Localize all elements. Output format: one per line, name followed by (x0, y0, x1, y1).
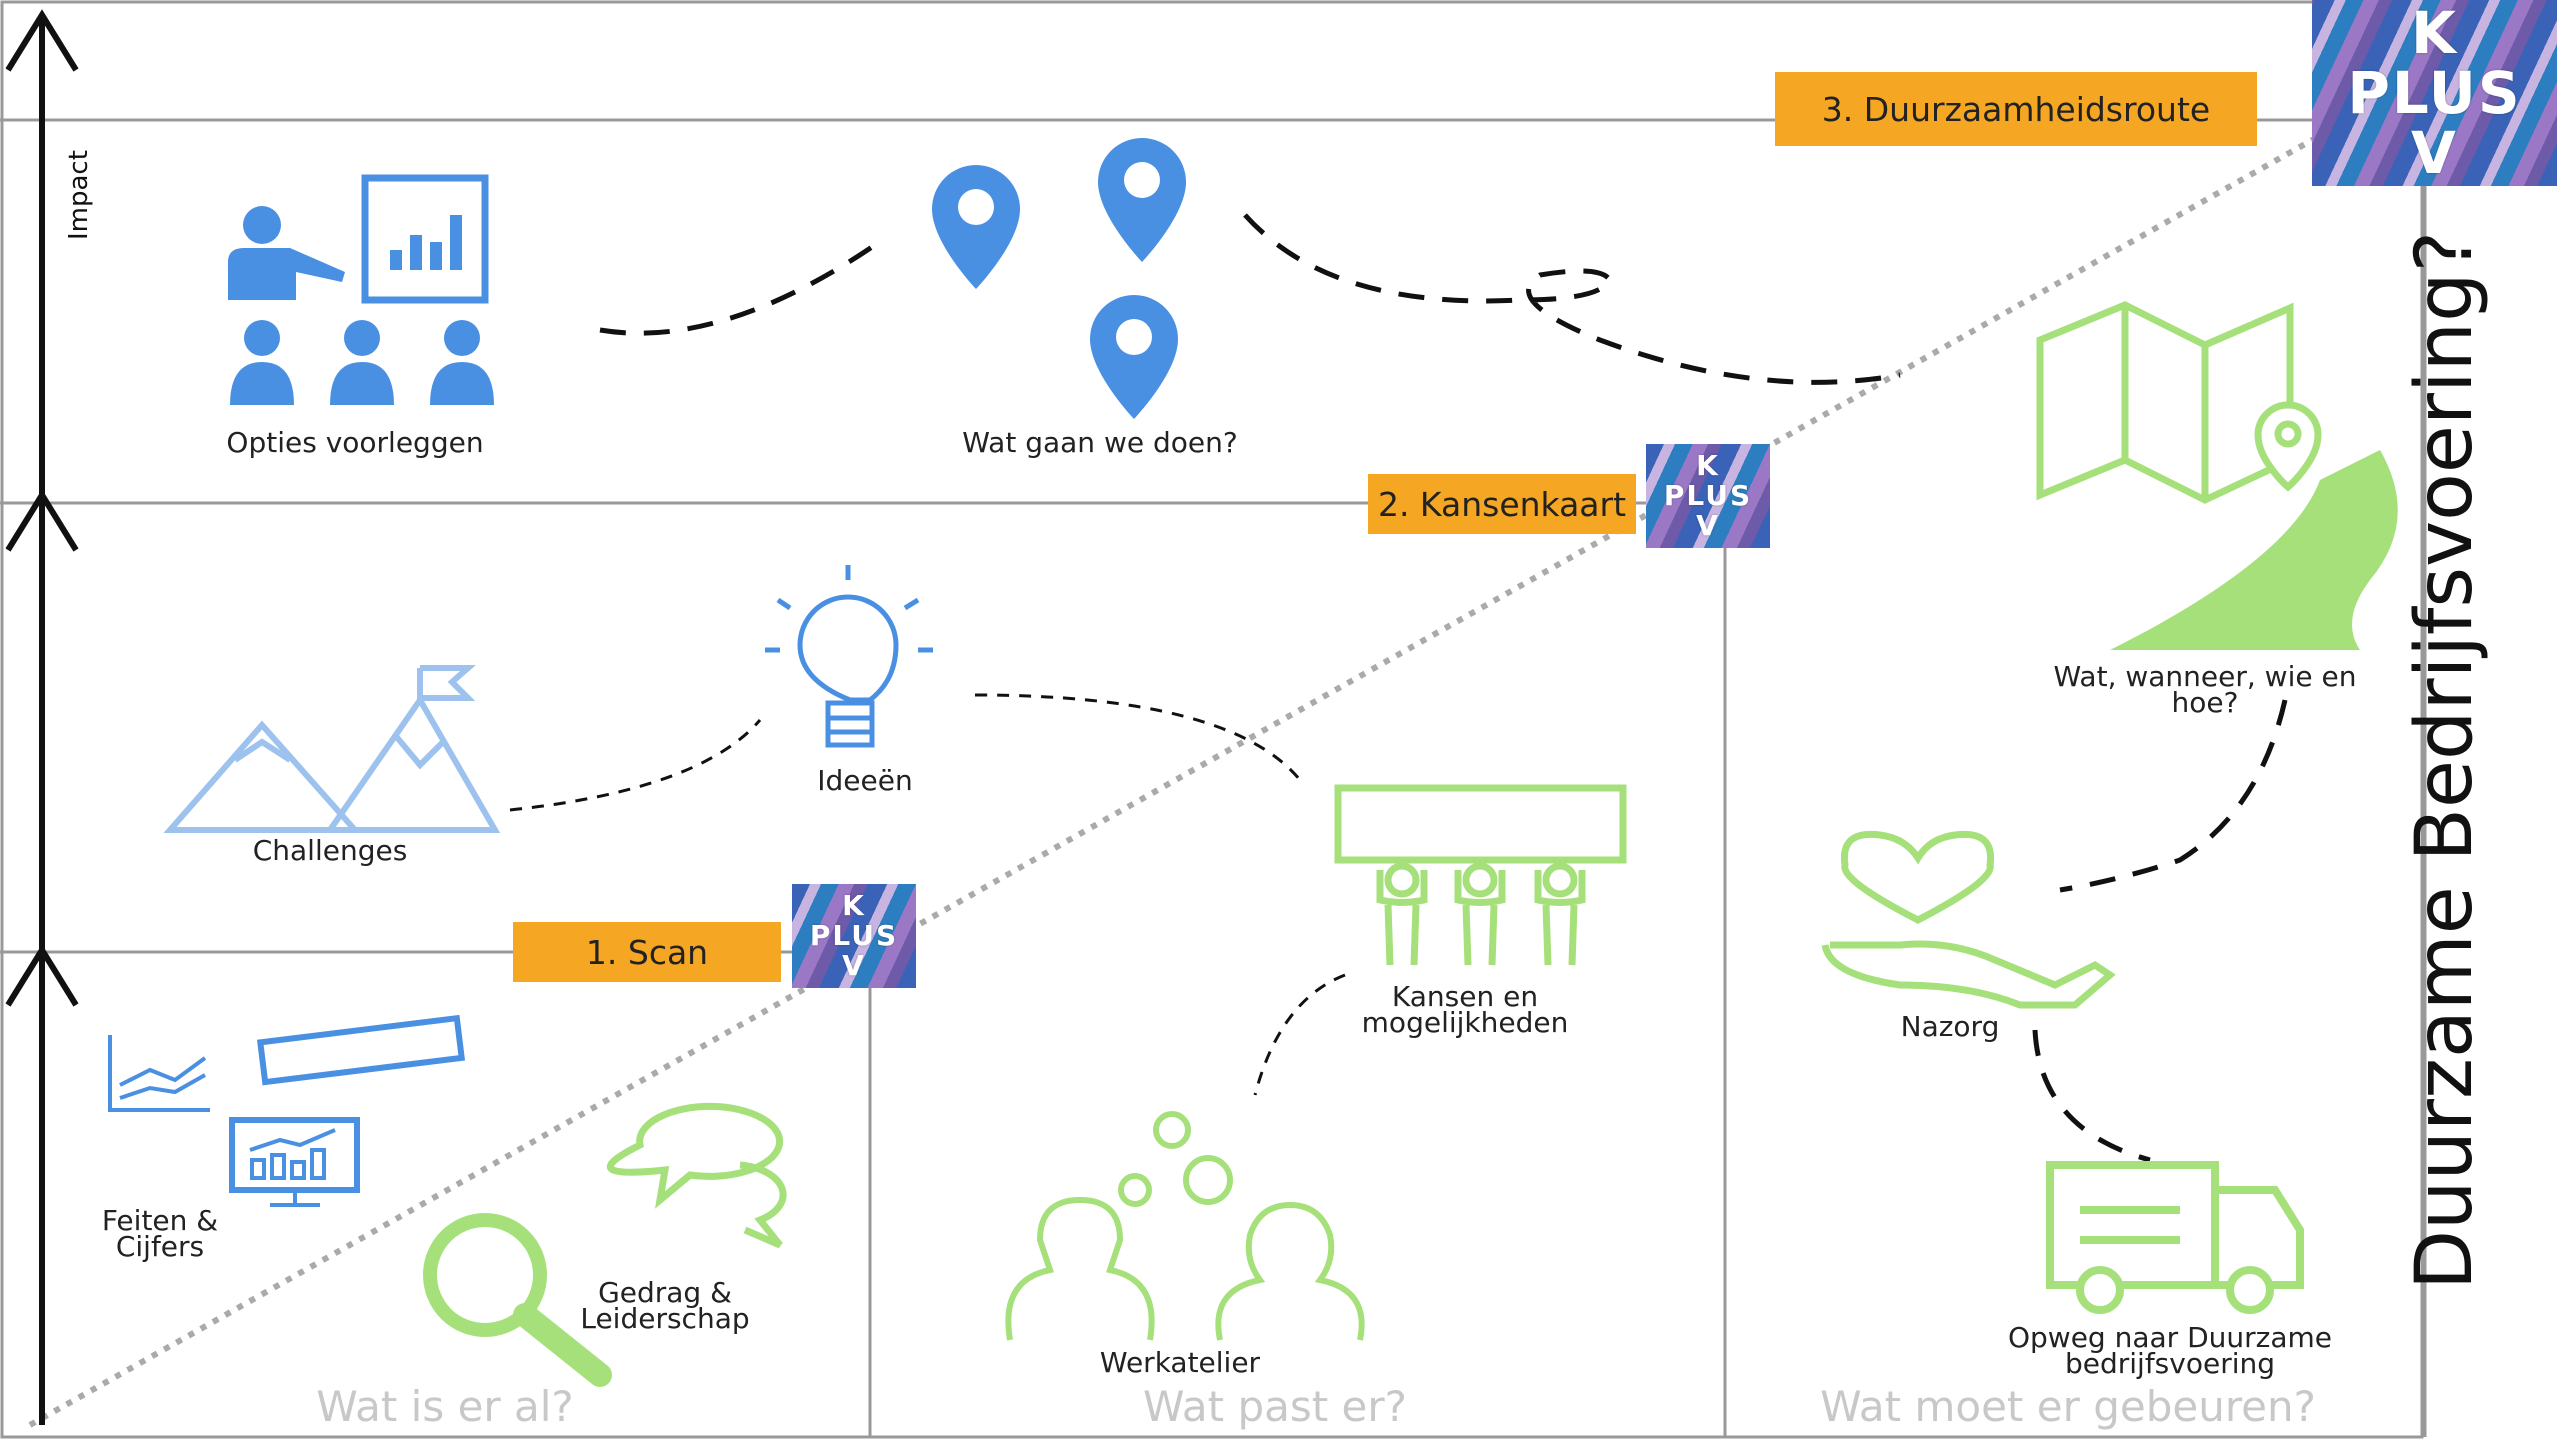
label-gedrag-line2: Leiderschap (580, 1302, 750, 1335)
label-challenges: Challenges (252, 834, 408, 867)
label-feiten-line2: Cijfers (115, 1230, 205, 1263)
label-gedrag-leiderschap: Gedrag & Leiderschap (540, 1276, 790, 1335)
frame (0, 0, 2424, 1439)
step-kansenkaart: 2. Kansenkaart (1368, 474, 1636, 534)
label-feiten-line1: Feiten & (101, 1204, 219, 1237)
kplusv-logo-small-1: K PLUS V (792, 884, 916, 988)
speech-bubbles-icon (606, 1102, 787, 1249)
kplusv-logo-small-2: K PLUS V (1646, 444, 1770, 548)
step-scan: 1. Scan (513, 922, 781, 982)
facts-figures-icons (108, 1014, 466, 1207)
magnifier-icon (423, 1213, 612, 1387)
people-holding-board-icon (1334, 784, 1627, 966)
presentation-icon (228, 174, 494, 405)
label-kansen-line2: mogelijkheden (1361, 1006, 1569, 1039)
label-ideeen: Ideeën (817, 764, 913, 797)
label-wat-gaan-we-doen: Wat gaan we doen? (962, 426, 1238, 459)
kplusv-logo-large: K PLUS V (2312, 0, 2557, 186)
logo-v: V (2411, 119, 2458, 186)
label-gedrag-line1: Gedrag & (598, 1276, 732, 1309)
logo-plus: PLUS (809, 919, 899, 952)
label-opties-voorleggen: Opties voorleggen (226, 426, 484, 459)
label-opweg-line1: Opweg naar Duurzame (2007, 1321, 2332, 1354)
label-werkatelier: Werkatelier (1099, 1346, 1261, 1379)
column-label-3: Wat moet er gebeuren? (1820, 1382, 2316, 1431)
label-wat-wanneer-line2: hoe? (2171, 686, 2239, 719)
logo-v: V (842, 949, 866, 982)
column-label-1: Wat is er al? (316, 1382, 574, 1431)
label-kansen: Kansen en mogelijkheden (1300, 980, 1630, 1039)
step-duurzaamheidsroute: 3. Duurzaamheidsroute (1775, 72, 2257, 146)
column-label-2: Wat past er? (1143, 1382, 1407, 1431)
diagonal-progress-line (28, 127, 2332, 1428)
logo-plus: PLUS (2347, 59, 2522, 127)
lightbulb-icon (765, 565, 933, 748)
label-wat-wanneer: Wat, wanneer, wie en hoe? (2000, 660, 2410, 719)
label-feiten-cijfers: Feiten & Cijfers (60, 1204, 260, 1263)
road-icon (2110, 450, 2398, 650)
map-pin-icons (932, 138, 1186, 419)
thin-dashed-connectors (509, 693, 1346, 1096)
impact-axis-label: Impact (64, 150, 94, 240)
truck-icon (2046, 1161, 2304, 1314)
logo-v: V (1696, 509, 1720, 542)
mountains-icon (163, 665, 501, 833)
label-opweg-line2: bedrijfsvoering (2064, 1347, 2276, 1380)
dashed-connectors (599, 213, 2288, 1163)
map-route-icon (2036, 301, 2322, 504)
logo-plus: PLUS (1663, 479, 1753, 512)
side-title: Duurzame Bedrijfsvoering? (2400, 231, 2490, 1290)
logo-k: K (2411, 0, 2458, 67)
logo-k: K (1696, 449, 1720, 482)
werkatelier-icon (1005, 1111, 1365, 1341)
logo-k: K (842, 889, 866, 922)
label-nazorg: Nazorg (1900, 1010, 2000, 1043)
label-wat-wanneer-line1: Wat, wanneer, wie en (2053, 660, 2357, 693)
label-opweg: Opweg naar Duurzame bedrijfsvoering (1950, 1321, 2390, 1380)
impact-axis (5, 9, 79, 1425)
label-kansen-line1: Kansen en (1391, 980, 1539, 1013)
heart-hand-icon (1821, 830, 2116, 1009)
